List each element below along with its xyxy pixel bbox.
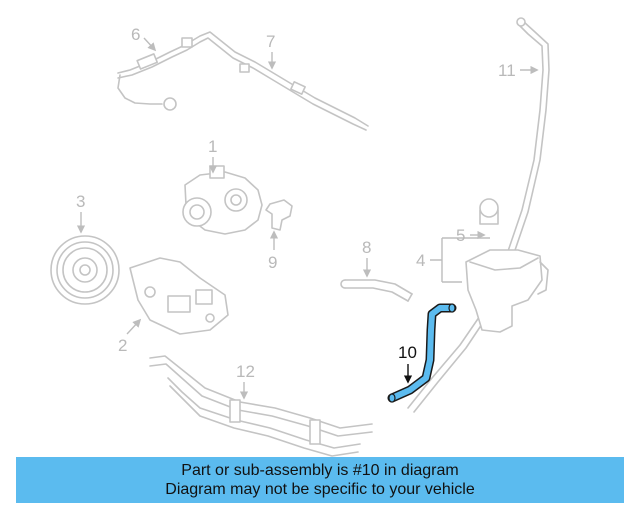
callout-3: 3	[76, 192, 85, 211]
callout-6-arrow	[143, 37, 157, 52]
fitting-part-9	[265, 199, 293, 231]
callout-12: 12	[236, 362, 255, 381]
return-line-part-11	[407, 17, 550, 413]
pressure-line-part-6-7	[117, 31, 369, 131]
callout-8: 8	[362, 238, 371, 257]
callout-2-arrow	[126, 318, 142, 335]
cap-part-5	[479, 198, 499, 225]
callout-5: 5	[456, 226, 465, 245]
hose-part-8	[340, 279, 413, 302]
callout-10: 10	[398, 343, 417, 362]
callout-7: 7	[266, 32, 275, 51]
callout-4-bracket	[430, 237, 490, 283]
callout-1: 1	[208, 137, 217, 156]
callout-9: 9	[268, 253, 277, 272]
info-banner: Part or sub-assembly is #10 in diagram D…	[16, 457, 624, 503]
callout-11: 11	[498, 61, 516, 80]
callout-4: 4	[416, 251, 425, 270]
power-steering-pump-part-1	[182, 165, 263, 235]
cooler-lines-part-12	[149, 355, 373, 457]
bracket-part-2	[129, 257, 229, 335]
banner-line-1: Part or sub-assembly is #10 in diagram	[181, 462, 459, 479]
callout-6: 6	[131, 25, 140, 44]
pulley-part-3	[50, 235, 120, 305]
banner-line-2: Diagram may not be specific to your vehi…	[165, 481, 475, 498]
hose-part-10-highlighted[interactable]	[387, 303, 457, 403]
callout-2: 2	[118, 336, 127, 355]
reservoir-part-4	[465, 249, 549, 333]
